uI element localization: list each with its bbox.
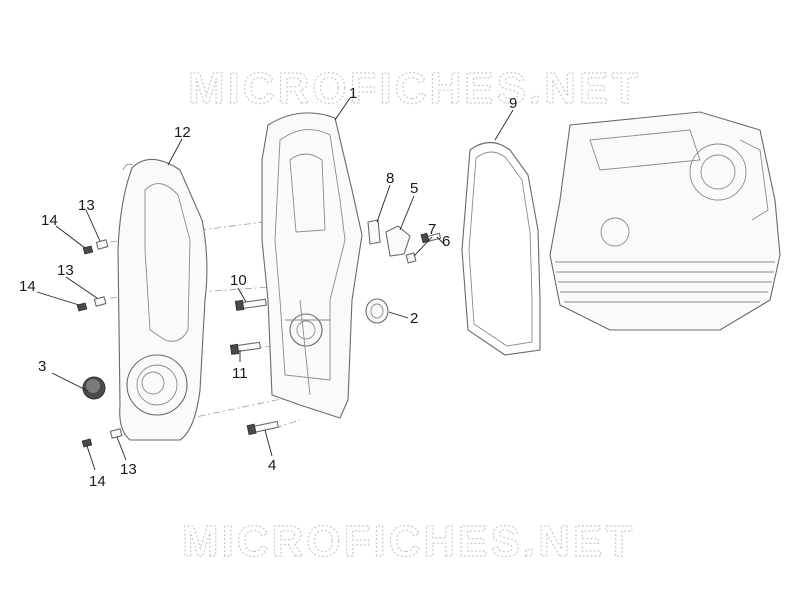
- timing-cover-part: [261, 112, 363, 419]
- gasket-part: [461, 141, 541, 356]
- callout-5: 5: [410, 180, 418, 197]
- washer-7: [405, 252, 417, 264]
- cap-part: [82, 376, 106, 400]
- callout-14-upper: 14: [41, 212, 58, 229]
- gasket-inner-edge: [468, 151, 533, 347]
- watermark-bottom: MICROFICHES.NET: [182, 517, 635, 566]
- callout-13-middle: 13: [57, 262, 74, 279]
- small-gasket-part: [367, 219, 381, 245]
- screw-10: [234, 298, 267, 311]
- callout-7: 7: [428, 221, 436, 238]
- callout-labels: 1 2 3 4 5 6 7 8 9 10 11 12 13 13 13 14 1…: [19, 85, 517, 490]
- screw-4: [246, 420, 279, 436]
- callout-1: 1: [349, 85, 357, 102]
- screw-14-a: [82, 245, 94, 255]
- callout-10: 10: [230, 272, 247, 289]
- callout-11: 11: [232, 365, 248, 382]
- callout-3: 3: [38, 358, 46, 375]
- screw-11: [229, 341, 261, 355]
- callout-4: 4: [268, 457, 276, 474]
- fasteners: [76, 232, 442, 448]
- callout-14-middle: 14: [19, 278, 36, 295]
- engine-block: [549, 111, 781, 331]
- outer-cover-part: [117, 158, 208, 441]
- screw-14-c: [81, 438, 93, 448]
- bushing-13-a: [95, 239, 109, 250]
- callout-9: 9: [509, 95, 517, 112]
- bushing-13-c: [109, 428, 123, 439]
- callout-13-lower: 13: [120, 461, 137, 478]
- callout-2: 2: [410, 310, 418, 327]
- seal-ring-part: [365, 298, 389, 324]
- watermark-top: MICROFICHES.NET: [188, 64, 641, 113]
- bushing-13-b: [93, 296, 107, 307]
- bracket-part: [385, 225, 411, 257]
- callout-13-upper: 13: [78, 197, 95, 214]
- leader-lines: [36, 97, 514, 471]
- callout-12: 12: [174, 124, 191, 141]
- screw-14-b: [76, 302, 88, 312]
- callout-14-lower: 14: [89, 473, 106, 490]
- callout-8: 8: [386, 170, 394, 187]
- callout-6: 6: [442, 233, 450, 250]
